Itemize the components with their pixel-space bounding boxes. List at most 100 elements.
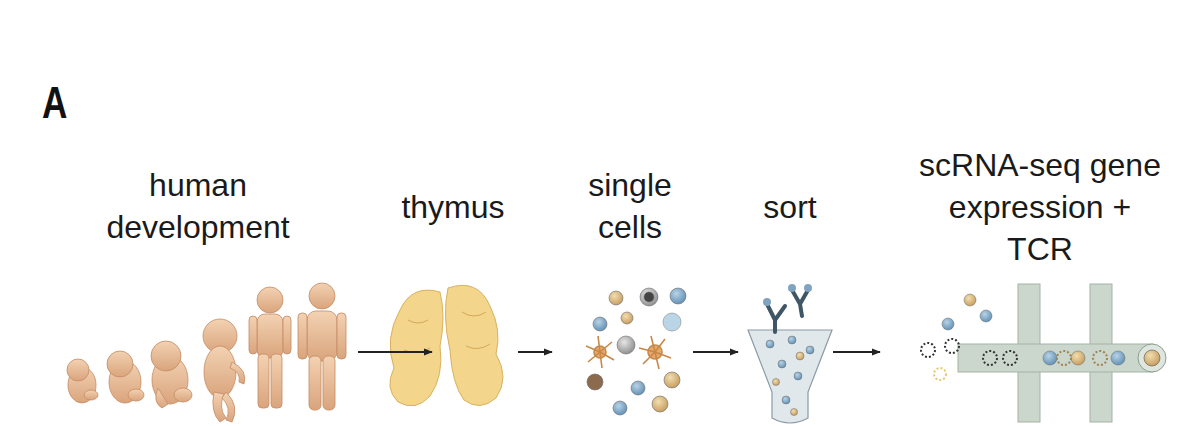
cell-mix-part <box>613 401 627 415</box>
cell-mix <box>586 288 686 415</box>
human-figures-part <box>249 287 291 408</box>
cell-mix-part <box>663 313 681 331</box>
step-label: sort <box>745 186 835 228</box>
microfluidic-chip-part-part <box>921 343 935 357</box>
sort-tube-part-part <box>782 396 790 404</box>
step-label: thymus <box>388 186 518 228</box>
microfluidic-chip-part-part <box>942 318 954 330</box>
cell-mix-part <box>587 374 603 390</box>
stage-step: thymus <box>434 140 516 420</box>
sort-tube-part-part <box>794 372 802 380</box>
sort-tube-part-part <box>763 298 771 306</box>
microfluidic-chip-part-part <box>1043 351 1057 365</box>
cell-mix-part <box>593 317 607 331</box>
microfluidic-chip-part-part <box>934 368 946 380</box>
sort-tube-part-part <box>788 284 796 292</box>
flow-arrow <box>518 351 552 353</box>
human-figures-part <box>107 351 144 403</box>
sort-tube <box>748 284 832 423</box>
microfluidic-chip-part-part <box>1093 351 1107 365</box>
human-figures-part-part <box>174 388 192 402</box>
human-figures-part-part <box>204 346 236 398</box>
cell-mix-part <box>621 312 633 324</box>
microfluidic-chip <box>921 284 1166 422</box>
stage-step: human development <box>60 140 356 420</box>
microfluidic-chip-part-part <box>945 339 959 353</box>
microfluidic-chip-part <box>1138 344 1166 372</box>
cell-mix-part-part <box>586 336 614 368</box>
stage-step: single cells <box>554 140 691 420</box>
cell-mix-part <box>664 372 680 388</box>
human-figures-part-part <box>309 356 321 410</box>
sort-tube-part-part <box>804 284 812 292</box>
human-figures-part-part <box>128 389 144 401</box>
human-figures-part <box>67 359 98 403</box>
microfluidic-chip-part <box>942 310 1125 365</box>
thymus-organ <box>390 285 503 405</box>
human-figures-part-part <box>151 341 181 371</box>
microfluidic-chip-part-part <box>1071 351 1085 365</box>
sort-tube-part-part <box>791 409 798 416</box>
sort-tube-part-part <box>767 304 785 332</box>
human-figures-part-part <box>107 351 133 377</box>
human-figures-part-part <box>230 362 245 384</box>
sort-tube-part-part <box>796 352 804 360</box>
step-label: single cells <box>575 164 685 248</box>
sort-tube-part <box>773 352 805 416</box>
human-figures-part-part <box>283 316 291 354</box>
flow-arrow <box>833 351 880 353</box>
sort-tube-part-part <box>773 379 780 386</box>
human-figures-part-part <box>298 313 307 359</box>
human-figures-part-part <box>257 314 283 358</box>
microfluidic-chip-part <box>934 351 1107 380</box>
human-figures-part-part <box>67 359 89 381</box>
cell-mix-part <box>586 336 671 369</box>
microfluidic-chip-part-part <box>1003 351 1017 365</box>
human-figures-part-part <box>309 283 335 309</box>
microfluidic-chip-part <box>1144 350 1160 366</box>
microfluidic-chip-part-part <box>964 294 976 306</box>
sort-tube-part <box>767 290 808 332</box>
human-figures-part-part <box>337 313 346 359</box>
step-label: human development <box>83 164 313 248</box>
thymus-organ-part <box>390 290 443 406</box>
human-figures-part-part <box>84 390 98 400</box>
human-figures-part <box>298 283 346 410</box>
cell-mix-part <box>609 291 623 305</box>
microfluidic-chip-part-part <box>980 310 992 322</box>
flow-arrow <box>358 351 432 353</box>
human-figures-part <box>151 341 192 408</box>
cell-mix-part <box>670 288 686 304</box>
thymus-organ-part <box>445 285 503 405</box>
cell-mix-part <box>652 396 668 412</box>
cell-mix-part <box>631 381 645 395</box>
microfluidic-chip-part <box>958 344 1153 372</box>
human-figures <box>67 283 346 422</box>
sort-tube-part-part <box>788 336 796 344</box>
human-figures-part-part <box>222 392 235 422</box>
microfluidic-chip-part <box>921 339 1017 365</box>
sort-tube-part <box>763 284 812 306</box>
human-figures-part-part <box>258 354 269 408</box>
cell-mix-part <box>644 292 654 302</box>
human-figures-part-part <box>249 316 257 354</box>
stage-step: scRNA-seq gene expression + TCR <box>882 140 1170 420</box>
human-figures-part-part <box>307 311 337 361</box>
cell-mix-part-part <box>639 336 671 369</box>
panel-label: A <box>42 78 67 128</box>
thymus-organ-part <box>404 312 490 353</box>
human-figures-part-part <box>271 354 282 408</box>
flow-arrow <box>693 351 738 353</box>
sort-tube-part-part <box>778 360 786 368</box>
cell-mix-part <box>617 336 635 354</box>
step-label: scRNA-seq gene expression + TCR <box>914 144 1166 270</box>
sort-tube-part-part <box>806 346 814 354</box>
sort-tube-part <box>766 336 814 404</box>
human-figures-part-part <box>156 388 168 408</box>
human-figures-part-part <box>323 356 335 410</box>
microfluidic-chip-part-part <box>983 351 997 365</box>
microfluidic-chip-part <box>964 294 1085 365</box>
microfluidic-chip-part-part <box>1057 351 1071 365</box>
sort-tube-part-part <box>766 340 774 348</box>
